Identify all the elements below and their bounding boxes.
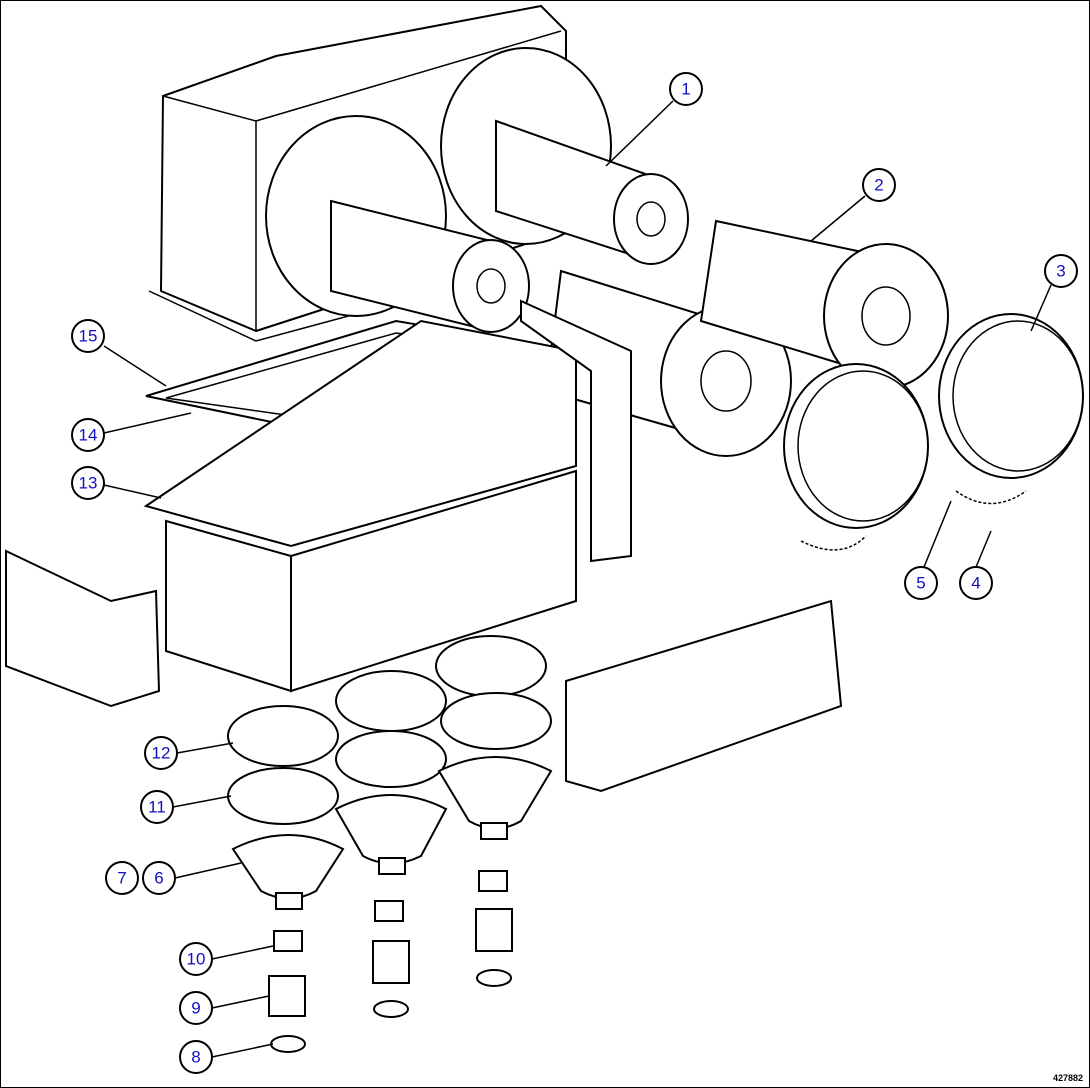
svg-text:3: 3 <box>1056 262 1065 281</box>
callout-6: 6 <box>142 861 176 895</box>
callout-14: 14 <box>71 418 105 452</box>
callout-12: 12 <box>144 736 178 770</box>
dust-cover <box>783 313 1084 551</box>
callout-10: 10 <box>179 942 213 976</box>
callout-9: 9 <box>179 991 213 1025</box>
valves <box>268 870 513 1053</box>
callout-2: 2 <box>862 168 896 202</box>
svg-text:10: 10 <box>187 950 206 969</box>
side-panel-right <box>565 599 843 793</box>
svg-text:12: 12 <box>152 744 171 763</box>
safety-element <box>544 219 949 457</box>
svg-text:13: 13 <box>79 474 98 493</box>
callout-4: 4 <box>959 566 993 600</box>
svg-text:6: 6 <box>154 869 163 888</box>
side-panel-left <box>5 549 161 708</box>
callout-1: 1 <box>669 72 703 106</box>
callout-13: 13 <box>71 466 105 500</box>
svg-text:15: 15 <box>79 327 98 346</box>
callout-15: 15 <box>71 319 105 353</box>
svg-text:8: 8 <box>191 1048 200 1067</box>
callout-11: 11 <box>140 790 174 824</box>
callout-8: 8 <box>179 1040 213 1074</box>
svg-text:4: 4 <box>971 574 980 593</box>
callout-3: 3 <box>1044 254 1078 288</box>
drawing-id: 427882 <box>1052 1073 1083 1083</box>
primary-element <box>330 119 689 333</box>
svg-text:2: 2 <box>874 176 883 195</box>
svg-text:11: 11 <box>148 798 166 817</box>
svg-text:1: 1 <box>681 80 690 99</box>
leader-lines <box>103 100 1052 1058</box>
callout-5: 5 <box>904 566 938 600</box>
clamps <box>227 635 552 825</box>
svg-text:9: 9 <box>191 999 200 1018</box>
callout-7: 7 <box>105 861 139 895</box>
svg-text:5: 5 <box>916 574 925 593</box>
svg-text:14: 14 <box>79 426 98 445</box>
screen-assembly <box>143 299 632 693</box>
svg-text:7: 7 <box>117 869 126 888</box>
dust-bowls <box>231 756 553 910</box>
